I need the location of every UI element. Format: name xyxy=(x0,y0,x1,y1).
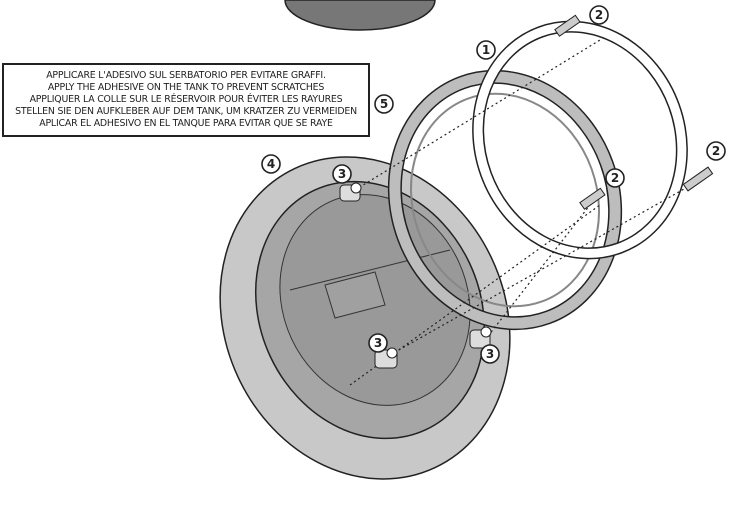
ring-1 xyxy=(472,20,688,260)
instruction-it: APPLICARE L'ADESIVO SUL SERBATORIO PER E… xyxy=(46,70,326,81)
callout-2: 2 xyxy=(605,168,625,188)
mounting-ring-5 xyxy=(387,69,623,331)
callout-3: 3 xyxy=(332,164,352,184)
callout-1: 1 xyxy=(476,40,496,60)
screws xyxy=(554,14,714,210)
instruction-es: APLICAR EL ADHESIVO EN EL TANQUE PARA EV… xyxy=(39,118,333,129)
svg-text:5: 5 xyxy=(380,97,388,111)
svg-text:3: 3 xyxy=(486,347,494,361)
svg-text:4: 4 xyxy=(267,157,275,171)
callout-3: 3 xyxy=(368,333,388,353)
callout-4: 4 xyxy=(261,154,281,174)
svg-text:2: 2 xyxy=(595,8,603,22)
callout-5: 5 xyxy=(374,94,394,114)
svg-text:2: 2 xyxy=(712,144,720,158)
tank-cap xyxy=(284,0,436,31)
spacers xyxy=(339,182,492,369)
svg-text:3: 3 xyxy=(374,336,382,350)
instruction-de: STELLEN SIE DEN AUFKLEBER AUF DEM TANK, … xyxy=(15,106,357,117)
callout-2: 2 xyxy=(706,141,726,161)
instruction-box: APPLICARE L'ADESIVO SUL SERBATORIO PER E… xyxy=(2,63,370,137)
tank-flange xyxy=(219,156,511,480)
callout-3: 3 xyxy=(480,344,500,364)
callout-2: 2 xyxy=(589,5,609,25)
svg-text:3: 3 xyxy=(338,167,346,181)
instruction-fr: APPLIQUER LA COLLE SUR LE RÉSERVOIR POUR… xyxy=(29,94,343,105)
svg-text:1: 1 xyxy=(482,43,490,57)
instruction-en: APPLY THE ADHESIVE ON THE TANK TO PREVEN… xyxy=(47,82,325,93)
svg-text:2: 2 xyxy=(611,171,619,185)
